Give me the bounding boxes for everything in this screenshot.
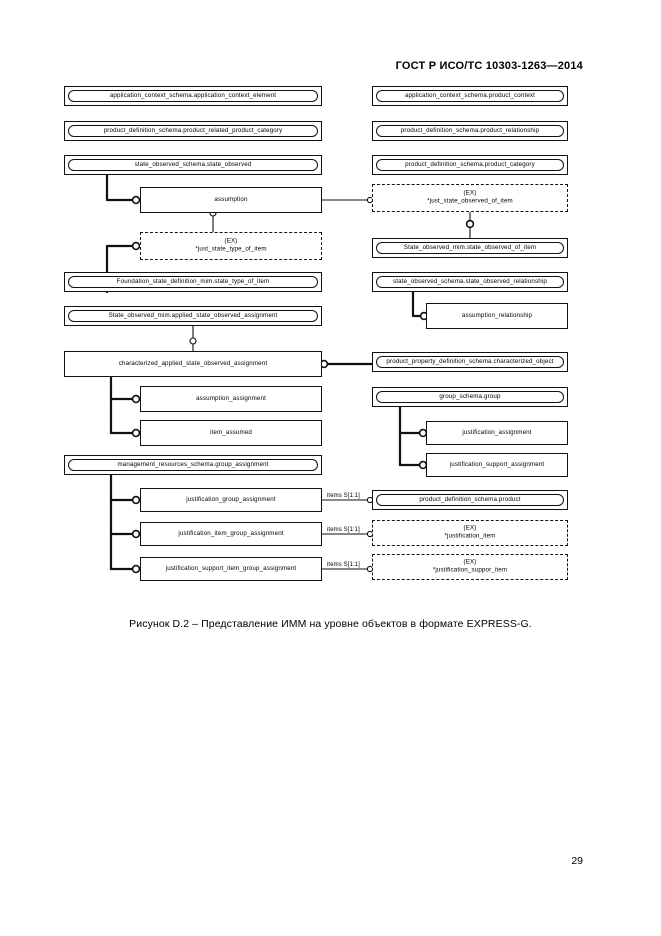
figure-caption: Рисунок D.2 – Представление ИММ на уровн…	[129, 618, 532, 630]
node-group-assignment: management_resources_schema.group_assign…	[64, 455, 322, 475]
node-label: (EX) *justification_item	[444, 524, 496, 540]
node-label: group_schema.group	[439, 393, 501, 401]
node-label: product_property_definition_schema.chara…	[386, 358, 554, 366]
node-inner-frame	[376, 276, 564, 288]
node-label: assumption	[214, 196, 248, 204]
node-inner-frame	[376, 391, 564, 403]
node-inner-frame	[68, 125, 318, 137]
node-inner-frame	[376, 90, 564, 102]
node-product-relationship: product_definition_schema.product_relati…	[372, 121, 568, 141]
node-inner-frame	[376, 159, 564, 171]
node-justification-item-group-assignment: justification_item_group_assignment	[140, 522, 322, 546]
node-justification-support-assignment: justification_support_assignment	[426, 453, 568, 477]
node-label: (EX) *just_state_type_of_item	[195, 237, 267, 253]
node-label: state_observed_schema.state_observed	[134, 161, 252, 169]
node-justification-assignment: justification_assignment	[426, 421, 568, 445]
node-product-category: product_definition_schema.product_catego…	[372, 155, 568, 175]
node-inner-frame	[376, 125, 564, 137]
node-assumption-assignment: assumption_assignment	[140, 386, 322, 412]
node-item-assumed: item_assumed	[140, 420, 322, 446]
node-label: application_context_schema.application_c…	[109, 92, 277, 100]
node-label: application_context_schema.product_conte…	[404, 92, 536, 100]
node-characterized-object: product_property_definition_schema.chara…	[372, 352, 568, 372]
node-assumption: assumption	[140, 187, 322, 213]
node-label: justification_support_assignment	[449, 461, 545, 469]
node-label: justification_assignment	[462, 429, 532, 437]
edge-label-items-2: items S[1:1]	[326, 527, 361, 533]
node-label: Foundation_state_definition_mim.state_ty…	[116, 278, 270, 286]
node-label: assumption_relationship	[461, 312, 533, 320]
node-label: state_observed_schema.state_observed_rel…	[393, 278, 547, 286]
node-inner-frame	[68, 159, 318, 171]
node-label: product_definition_schema.product_catego…	[405, 161, 535, 169]
node-characterized-applied-state-observed-assignment: characterized_applied_state_observed_ass…	[64, 351, 322, 377]
node-ex-just-state-type-of-item: (EX) *just_state_type_of_item	[140, 232, 322, 260]
node-inner-frame	[68, 90, 318, 102]
node-inner-frame	[376, 356, 564, 368]
node-label: State_observed_mim.applied_state_observe…	[108, 312, 278, 320]
node-ex-just-state-observed-of-item: (EX) *just_state_observed_of_item	[372, 184, 568, 212]
node-applied-state-observed-assignment: State_observed_mim.applied_state_observe…	[64, 306, 322, 326]
node-product: product_definition_schema.product	[372, 490, 568, 510]
page-number: 29	[571, 855, 583, 867]
node-group: group_schema.group	[372, 387, 568, 407]
node-state-observed: state_observed_schema.state_observed	[64, 155, 322, 175]
node-label: item_assumed	[209, 429, 253, 437]
node-state-type-of-item: Foundation_state_definition_mim.state_ty…	[64, 272, 322, 292]
node-product-related-product-category: product_definition_schema.product_relate…	[64, 121, 322, 141]
edge-label-items-3: items S[1:1]	[326, 562, 361, 568]
node-inner-frame	[376, 494, 564, 506]
node-label: justification_item_group_assignment	[178, 530, 284, 538]
express-g-diagram: application_context_schema.application_c…	[64, 86, 568, 581]
node-label: product_definition_schema.product_relate…	[103, 127, 283, 135]
diagram-connectors	[105, 173, 475, 574]
node-label: justification_group_assignment	[186, 496, 276, 504]
node-product-context: application_context_schema.product_conte…	[372, 86, 568, 106]
node-label: (EX) *justification_suppor_item	[432, 558, 508, 574]
node-state-observed-relationship: state_observed_schema.state_observed_rel…	[372, 272, 568, 292]
document-header: ГОСТ Р ИСО/ТС 10303-1263—2014	[395, 60, 583, 72]
node-label: product_definition_schema.product	[419, 496, 521, 504]
node-inner-frame	[68, 310, 318, 322]
edge-label-items-1: items S[1:1]	[326, 493, 361, 499]
node-label: assumption_assignment	[196, 395, 266, 403]
node-state-observed-of-item: State_observed_mim.state_observed_of_ite…	[372, 238, 568, 258]
node-label: State_observed_mim.state_observed_of_ite…	[403, 244, 537, 252]
node-label: product_definition_schema.product_relati…	[400, 127, 540, 135]
node-label: justification_support_item_group_assignm…	[165, 565, 297, 573]
node-justification-support-item-group-assignment: justification_support_item_group_assignm…	[140, 557, 322, 581]
node-ex-justification-item: (EX) *justification_item	[372, 520, 568, 546]
node-application-context-element: application_context_schema.application_c…	[64, 86, 322, 106]
node-assumption-relationship: assumption_relationship	[426, 303, 568, 329]
node-inner-frame	[376, 242, 564, 254]
node-justification-group-assignment: justification_group_assignment	[140, 488, 322, 512]
node-inner-frame	[68, 276, 318, 288]
node-inner-frame	[68, 459, 318, 471]
node-label: (EX) *just_state_observed_of_item	[427, 189, 513, 205]
node-label: characterized_applied_state_observed_ass…	[118, 360, 268, 368]
node-ex-justification-support-item: (EX) *justification_suppor_item	[372, 554, 568, 580]
node-label: management_resources_schema.group_assign…	[117, 461, 269, 469]
